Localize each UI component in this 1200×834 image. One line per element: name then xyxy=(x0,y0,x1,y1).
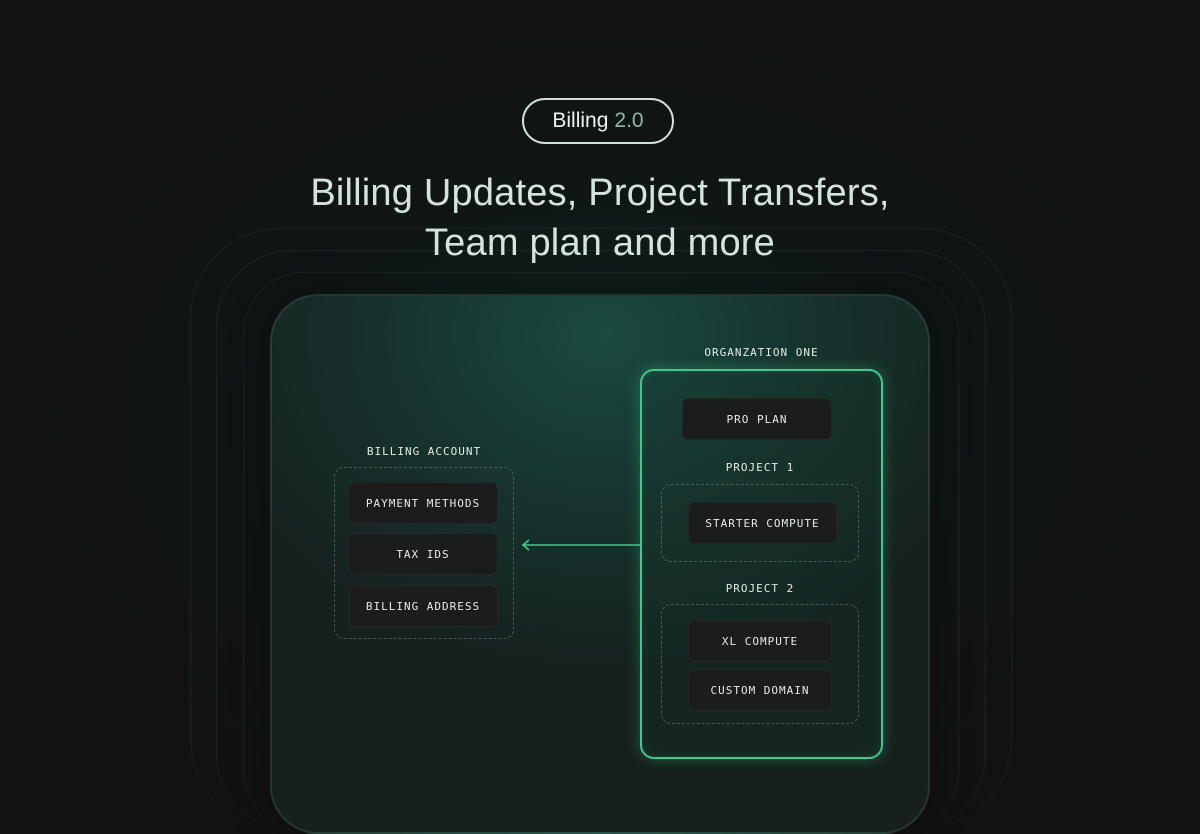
pro-plan-chip: PRO PLAN xyxy=(682,398,832,440)
payment-methods-chip: PAYMENT METHODS xyxy=(348,482,498,524)
outer-ring-2 xyxy=(216,250,986,831)
outer-ring-3 xyxy=(190,228,1012,829)
custom-domain-chip: CUSTOM DOMAIN xyxy=(688,669,832,711)
page-title-line-2: Team plan and more xyxy=(424,222,776,264)
xl-compute-chip: XL COMPUTE xyxy=(688,620,832,662)
badge-label: Billing xyxy=(552,109,609,132)
transfer-arrow-icon xyxy=(521,539,640,551)
page-title-line-1: Billing Updates, Project Transfers, xyxy=(310,172,890,214)
organization-title: ORGANZATION ONE xyxy=(704,346,819,359)
billing-account-group xyxy=(334,467,514,639)
outer-ring-1 xyxy=(243,272,959,833)
tax-ids-chip: TAX IDS xyxy=(348,533,498,575)
project-1-group xyxy=(661,484,859,562)
badge-version: 2.0 xyxy=(614,109,644,132)
project-1-title: PROJECT 1 xyxy=(725,461,795,474)
release-badge: Billing 2.0 xyxy=(522,98,674,144)
starter-compute-chip: STARTER COMPUTE xyxy=(688,502,837,544)
page-title: Billing Updates, Project Transfers, Team… xyxy=(0,168,1200,268)
project-2-title: PROJECT 2 xyxy=(725,582,795,595)
billing-account-title: BILLING ACCOUNT xyxy=(366,445,482,458)
project-2-group xyxy=(661,604,859,724)
billing-address-chip: BILLING ADDRESS xyxy=(348,585,498,627)
